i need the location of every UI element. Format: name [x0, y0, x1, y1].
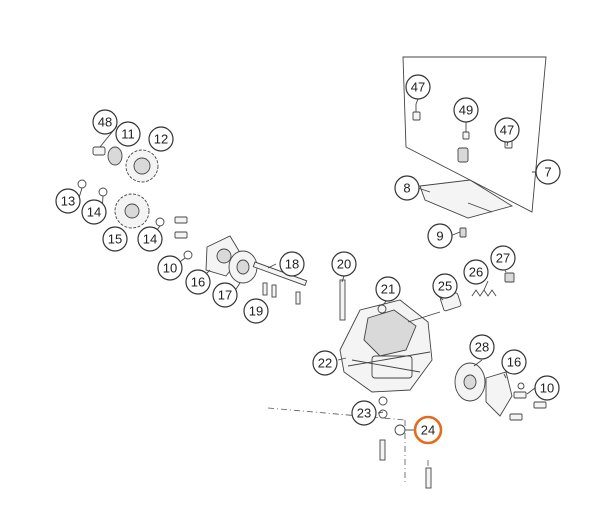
svg-text:8: 8	[403, 181, 410, 196]
svg-text:28: 28	[475, 340, 489, 355]
svg-text:26: 26	[469, 265, 483, 280]
svg-text:12: 12	[154, 132, 168, 147]
svg-text:27: 27	[496, 251, 510, 266]
callout: 17	[212, 282, 238, 308]
svg-text:10: 10	[163, 261, 177, 276]
svg-text:9: 9	[436, 229, 443, 244]
svg-text:15: 15	[108, 232, 122, 247]
callout: 47	[405, 74, 431, 100]
svg-text:7: 7	[544, 165, 551, 180]
callout: 49	[453, 97, 479, 123]
svg-text:18: 18	[285, 257, 299, 272]
callout: 16	[185, 269, 211, 295]
svg-text:19: 19	[249, 304, 263, 319]
callout: 8	[394, 175, 420, 201]
callout: 10	[534, 375, 560, 401]
callout: 9	[427, 223, 453, 249]
svg-text:47: 47	[500, 123, 514, 138]
callout: 26	[463, 259, 489, 285]
svg-text:24: 24	[421, 423, 435, 438]
callout: 27	[490, 245, 516, 271]
callout: 18	[279, 251, 305, 277]
assembly-lines	[267, 407, 432, 489]
svg-text:21: 21	[381, 282, 395, 297]
callout: 11	[115, 121, 141, 147]
callout: 14	[137, 226, 163, 252]
callouts: 47 49 47 7 8 9 48 11 12 13 14 15 14 10 1…	[55, 74, 561, 445]
svg-text:47: 47	[411, 80, 425, 95]
callout: 10	[157, 255, 183, 281]
svg-text:17: 17	[218, 288, 232, 303]
svg-text:13: 13	[61, 194, 75, 209]
callout: 21	[375, 276, 401, 302]
oil-pump-left	[205, 235, 308, 305]
callout: 23	[351, 400, 377, 426]
svg-text:10: 10	[540, 381, 554, 396]
relief-valve	[407, 272, 515, 323]
oil-pump-body	[339, 279, 433, 461]
svg-text:11: 11	[121, 127, 135, 142]
callout: 19	[243, 298, 269, 324]
callout: 13	[55, 188, 81, 214]
gasket-part	[419, 179, 514, 219]
callout: 15	[102, 226, 128, 252]
callout: 48	[92, 109, 118, 135]
svg-text:16: 16	[507, 355, 521, 370]
callout: 25	[432, 273, 458, 299]
callout: 20	[331, 251, 357, 277]
svg-text:22: 22	[318, 356, 332, 371]
svg-text:14: 14	[143, 232, 157, 247]
svg-text:20: 20	[337, 257, 351, 272]
callout: 22	[312, 350, 338, 376]
oil-pump-right	[454, 362, 547, 421]
callout: 47	[494, 117, 520, 143]
svg-text:23: 23	[357, 406, 371, 421]
callout: 7	[535, 159, 561, 185]
svg-text:16: 16	[191, 275, 205, 290]
svg-text:14: 14	[87, 205, 101, 220]
screw-part-9	[459, 227, 467, 238]
callout: 16	[501, 349, 527, 375]
svg-text:49: 49	[459, 103, 473, 118]
callout-highlighted: 24	[413, 415, 443, 445]
gear-train	[77, 146, 193, 260]
callout: 28	[469, 334, 495, 360]
svg-text:48: 48	[98, 115, 112, 130]
svg-text:25: 25	[438, 279, 452, 294]
callout: 12	[148, 126, 174, 152]
callout: 14	[81, 199, 107, 225]
